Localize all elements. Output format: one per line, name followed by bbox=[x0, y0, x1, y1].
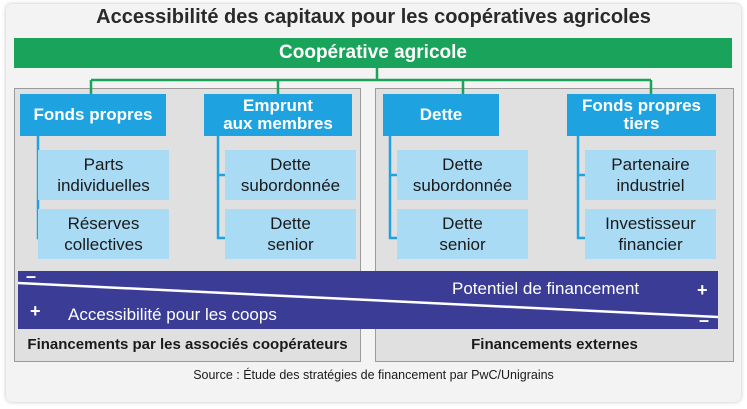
group-external-label: Financements externes bbox=[471, 336, 638, 353]
item-dette-senior: Dette senior bbox=[397, 209, 528, 259]
band-diagonal bbox=[18, 281, 718, 319]
category-fonds-propres: Fonds propres bbox=[20, 94, 166, 136]
item-dette-subordonnee-membres: Dette subordonnée bbox=[225, 150, 356, 200]
item-parts-individuelles: Parts individuelles bbox=[38, 150, 169, 200]
item-reserves-collectives: Réserves collectives bbox=[38, 209, 169, 259]
connector-cat-4 bbox=[576, 136, 585, 240]
item-dette-subordonnee: Dette subordonnée bbox=[397, 150, 528, 200]
plus-sign-right: + bbox=[697, 280, 708, 300]
category-emprunt-membres: Emprunt aux membres bbox=[204, 94, 352, 136]
source-caption: Source : Étude des stratégies de finance… bbox=[193, 368, 554, 382]
minus-sign-left: – bbox=[26, 266, 37, 286]
category-dette: Dette bbox=[383, 94, 499, 136]
item-investisseur-financier: Investisseur financier bbox=[585, 209, 716, 259]
cooperative-node: Coopérative agricole bbox=[14, 38, 732, 68]
item-dette-senior-membres: Dette senior bbox=[225, 209, 356, 259]
financing-band bbox=[18, 271, 718, 329]
group-internal-label: Financements par les associés coopérateu… bbox=[27, 336, 348, 353]
connector-cat-2 bbox=[216, 136, 225, 240]
diagram-title: Accessibilité des capitaux pour les coop… bbox=[96, 6, 651, 28]
connector-top bbox=[89, 68, 653, 94]
connector-cat-3 bbox=[388, 136, 397, 240]
item-partenaire-industriel: Partenaire industriel bbox=[585, 150, 716, 200]
category-fonds-propres-tiers: Fonds propres tiers bbox=[567, 94, 716, 136]
minus-sign-right: – bbox=[699, 310, 710, 330]
plus-sign-left: + bbox=[30, 301, 41, 321]
accessibilite-label: Accessibilité pour les coops bbox=[68, 305, 277, 324]
potentiel-label: Potentiel de financement bbox=[452, 279, 640, 298]
